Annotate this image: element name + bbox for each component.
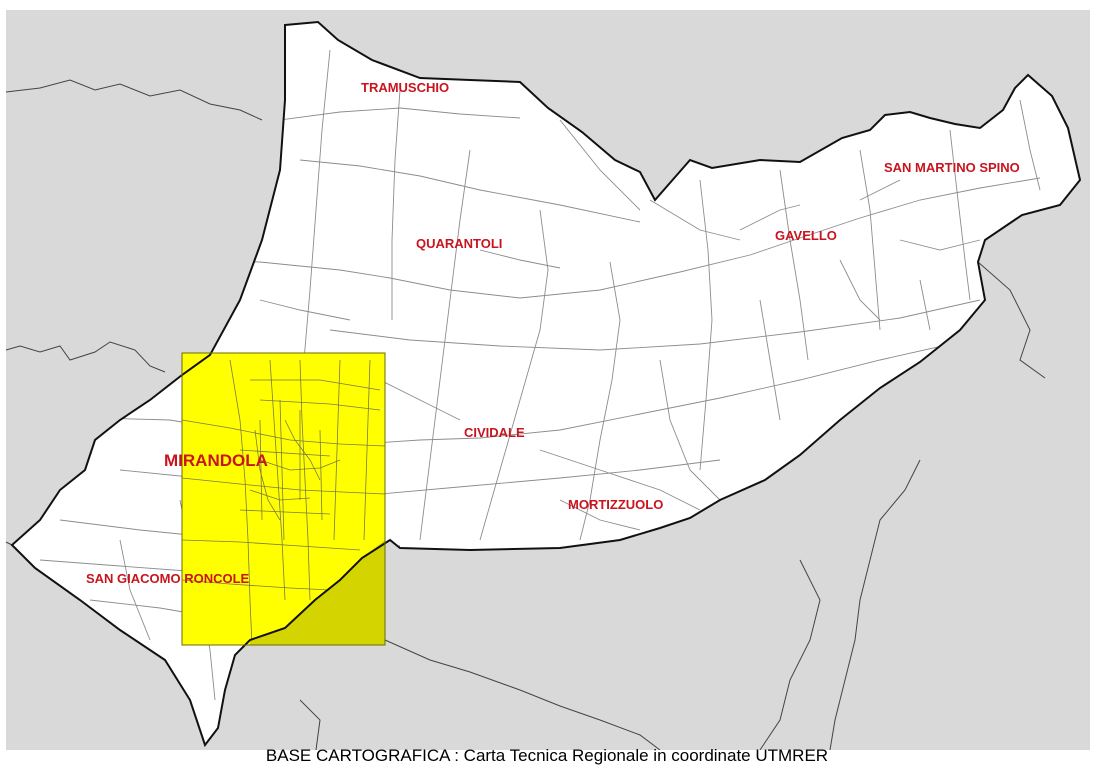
label-gavello: GAVELLO [775, 228, 837, 243]
municipality-border [10, 20, 1082, 748]
label-mirandola: MIRANDOLA [164, 451, 268, 470]
label-san-giacomo-roncole: SAN GIACOMO RONCOLE [86, 571, 250, 586]
map-view: TRAMUSCHIO SAN MARTINO SPINO GAVELLO QUA… [5, 10, 1090, 750]
label-tramuschio: TRAMUSCHIO [361, 80, 449, 95]
label-san-martino-spino: SAN MARTINO SPINO [884, 160, 1020, 175]
label-quarantoli: QUARANTOLI [416, 236, 502, 251]
label-mortizzuolo: MORTIZZUOLO [568, 497, 663, 512]
selection-overlap-outside [250, 540, 385, 645]
neighbour-borders [5, 79, 1046, 750]
municipality-map: TRAMUSCHIO SAN MARTINO SPINO GAVELLO QUA… [5, 10, 1090, 750]
map-caption: BASE CARTOGRAFICA : Carta Tecnica Region… [265, 746, 829, 765]
place-labels: TRAMUSCHIO SAN MARTINO SPINO GAVELLO QUA… [86, 80, 1020, 586]
town-centre-roads [181, 359, 386, 646]
label-cividale: CIVIDALE [464, 425, 525, 440]
selection-highlight-border [181, 352, 386, 646]
